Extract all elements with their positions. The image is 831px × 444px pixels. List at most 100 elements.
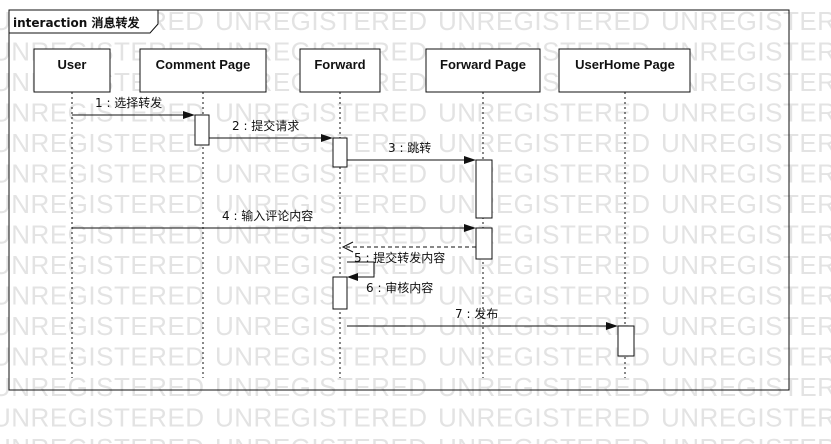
watermark-text: UNREGISTERED (661, 159, 831, 189)
watermark-text: UNREGISTERED (0, 128, 205, 158)
watermark-text: UNREGISTERED (661, 403, 831, 433)
lifeline-forward-page-box[interactable] (425, 48, 541, 93)
watermark-text: UNREGISTERED (438, 403, 651, 433)
activation-userhome-page (617, 325, 635, 357)
message-5-label: 5 : 提交转发内容 (354, 250, 445, 265)
watermark-text: UNREGISTERED (215, 98, 428, 128)
lifeline-forward-page[interactable]: Forward Page (425, 48, 541, 378)
lifeline-forward-box[interactable] (299, 48, 381, 93)
activation-forward-2 (332, 276, 348, 310)
message-1[interactable]: 1 : 选择转发 (72, 95, 195, 119)
message-3[interactable]: 3 : 跳转 (347, 140, 476, 164)
message-3-arrowhead (464, 156, 476, 164)
watermark-text: UNREGISTERED (215, 250, 428, 280)
message-4[interactable]: 4 : 输入评论内容 (72, 208, 476, 232)
watermark-text: UNREGISTERED (215, 342, 428, 372)
activation-forward-page-1 (475, 159, 493, 219)
watermark-text: UNREGISTERED (661, 189, 831, 219)
lifeline-userhome-page-box[interactable] (558, 48, 691, 93)
message-6-line (347, 261, 375, 278)
message-3-label: 3 : 跳转 (388, 140, 431, 155)
watermark-text: UNREGISTERED (215, 159, 428, 189)
frame-border (8, 9, 790, 391)
watermark-text: UNREGISTERED (0, 311, 205, 341)
watermark-text: UNREGISTERED (215, 281, 428, 311)
lifeline-forward-page-label: Forward Page (440, 57, 526, 72)
watermark-text: UNREGISTERED (0, 372, 205, 402)
watermark-text: UNREGISTERED (0, 403, 205, 433)
watermark-text: UNREGISTERED (438, 250, 651, 280)
watermark-text: UNREGISTERED (0, 98, 205, 128)
message-5[interactable]: 5 : 提交转发内容 (341, 241, 476, 265)
watermark-text: UNREGISTERED (661, 6, 831, 36)
message-7[interactable]: 7 : 发布 (347, 306, 618, 330)
lifeline-user[interactable]: User (33, 48, 111, 378)
activation-comment-page (194, 114, 210, 146)
message-5-arrowhead (341, 241, 354, 253)
watermark-text: UNREGISTERED (438, 342, 651, 372)
watermark-text: UNREGISTERED (661, 372, 831, 402)
watermark-text: UNREGISTERED (0, 250, 205, 280)
message-2[interactable]: 2 : 提交请求 (209, 118, 333, 142)
message-6-arrowhead (347, 273, 358, 281)
lifeline-comment-page-label: Comment Page (156, 57, 251, 72)
watermark-text: UNREGISTERED (0, 189, 205, 219)
watermark-text: UNREGISTERED (661, 128, 831, 158)
lifeline-user-label: User (58, 57, 87, 72)
message-1-label: 1 : 选择转发 (95, 95, 162, 110)
watermark-text: UNREGISTERED (438, 128, 651, 158)
lifeline-userhome-page[interactable]: UserHome Page (558, 48, 691, 378)
frame-title: interaction 消息转发 (13, 15, 140, 30)
watermark-text: UNREGISTERED (661, 311, 831, 341)
watermark-layer: UNREGISTEREDUNREGISTEREDUNREGISTEREDUNRE… (0, 6, 831, 444)
watermark-text: UNREGISTERED (661, 98, 831, 128)
watermark-text: UNREGISTERED (215, 220, 428, 250)
lifeline-userhome-page-label: UserHome Page (575, 57, 675, 72)
message-2-arrowhead (321, 134, 333, 142)
message-layer: 1 : 选择转发 2 : 提交请求 3 : 跳转 4 : 输入评论内容 5 : … (72, 95, 618, 330)
watermark-text: UNREGISTERED (661, 433, 831, 444)
watermark-text: UNREGISTERED (215, 403, 428, 433)
lifeline-layer: User Comment Page Forward Forward Page U… (33, 48, 691, 378)
activation-forward-page-2 (475, 227, 493, 260)
watermark-text: UNREGISTERED (438, 220, 651, 250)
message-4-label: 4 : 输入评论内容 (222, 208, 313, 223)
message-6[interactable]: 6 : 审核内容 (347, 261, 433, 295)
watermark-text: UNREGISTERED (661, 250, 831, 280)
watermark-text: UNREGISTERED (215, 6, 428, 36)
activation-layer (194, 114, 635, 357)
lifeline-forward[interactable]: Forward (299, 48, 381, 378)
watermark-text: UNREGISTERED (215, 372, 428, 402)
message-1-arrowhead (183, 111, 195, 119)
watermark-text: UNREGISTERED (0, 342, 205, 372)
lifeline-forward-label: Forward (314, 57, 365, 72)
message-6-label: 6 : 审核内容 (366, 280, 433, 295)
watermark-text: UNREGISTERED (661, 281, 831, 311)
message-4-arrowhead (464, 224, 476, 232)
watermark-text: UNREGISTERED (438, 98, 651, 128)
watermark-text: UNREGISTERED (0, 159, 205, 189)
watermark-text: UNREGISTERED (0, 281, 205, 311)
lifeline-comment-page[interactable]: Comment Page (139, 48, 267, 378)
watermark-text: UNREGISTERED (438, 433, 651, 444)
lifeline-comment-page-box[interactable] (139, 48, 267, 93)
lifeline-user-box[interactable] (33, 48, 111, 93)
watermark-text: UNREGISTERED (438, 281, 651, 311)
interaction-frame: interaction 消息转发 (8, 9, 790, 391)
watermark-text: UNREGISTERED (438, 159, 651, 189)
watermark-text: UNREGISTERED (438, 6, 651, 36)
watermark-text: UNREGISTERED (215, 189, 428, 219)
frame-title-tab (8, 9, 159, 34)
message-7-label: 7 : 发布 (455, 306, 498, 321)
watermark-text: UNREGISTERED (438, 189, 651, 219)
watermark-text: UNREGISTERED (661, 220, 831, 250)
message-2-label: 2 : 提交请求 (232, 118, 299, 133)
activation-forward-1 (332, 137, 348, 168)
watermark-text: UNREGISTERED (438, 372, 651, 402)
watermark-text: UNREGISTERED (215, 128, 428, 158)
message-7-arrowhead (606, 322, 618, 330)
watermark-text: UNREGISTERED (215, 433, 428, 444)
watermark-text: UNREGISTERED (661, 342, 831, 372)
watermark-text: UNREGISTERED (0, 433, 205, 444)
